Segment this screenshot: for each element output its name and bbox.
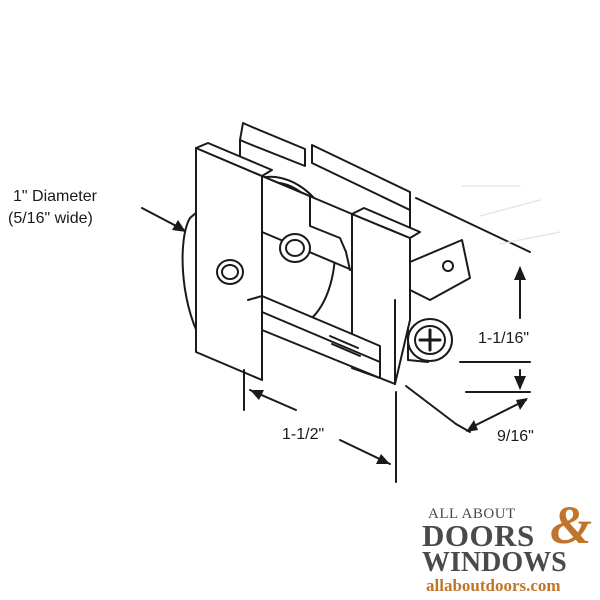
- depth-label: 9/16": [497, 428, 534, 445]
- rivet-hole-center: [279, 233, 311, 263]
- depth-dimension: [405, 385, 531, 433]
- height-label: 1-1/16": [478, 330, 530, 347]
- back-frame-plate: [239, 122, 411, 251]
- brand-watermark: ALL ABOUT DOORS & WINDOWS allaboutdoors.…: [422, 498, 598, 598]
- watermark-ampersand: &: [550, 495, 593, 555]
- watermark-line-all-about: ALL ABOUT: [428, 506, 516, 522]
- height-dimension: [415, 197, 531, 390]
- width-label: 1-1/2": [282, 426, 325, 443]
- rivet-hole-left: [216, 259, 244, 285]
- watermark-line-doors: DOORS: [422, 518, 535, 553]
- main-housing: [195, 142, 421, 385]
- mounting-tab: [409, 239, 471, 301]
- ghost-marks: [461, 185, 561, 245]
- diameter-label: 1" Diameter: [13, 188, 97, 205]
- width-dimension: [243, 369, 397, 483]
- adjustment-screw: [407, 318, 453, 363]
- diameter-leader-arrow: [141, 207, 186, 232]
- watermark-url: allaboutdoors.com: [426, 576, 561, 595]
- diameter-width-label: (5/16" wide): [8, 210, 93, 227]
- watermark-line-windows: WINDOWS: [422, 547, 567, 578]
